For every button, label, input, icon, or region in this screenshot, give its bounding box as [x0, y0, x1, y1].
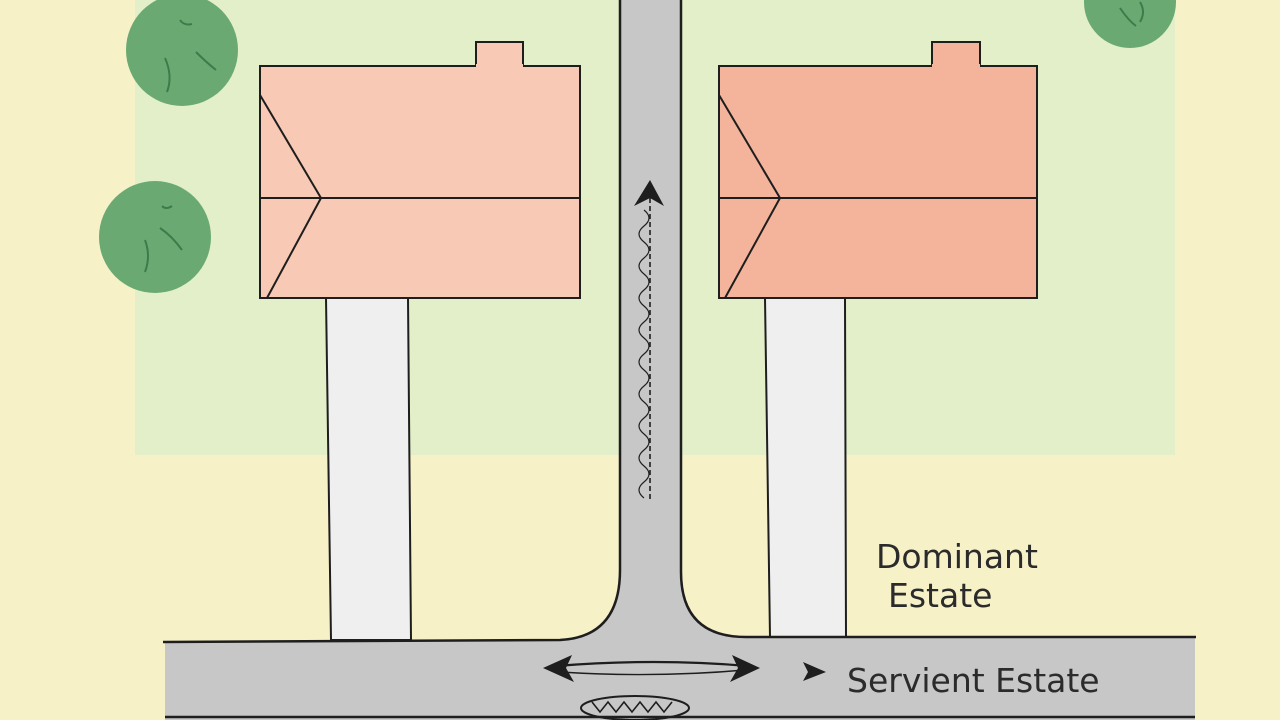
roof-ridge-left [259, 94, 580, 299]
house-right [718, 41, 1038, 299]
driveway-right [763, 297, 848, 638]
roof-right [718, 65, 1038, 299]
tree-top-right [1084, 0, 1176, 48]
dominant-label-line2: Estate [888, 576, 992, 615]
pointer-icon [803, 662, 826, 681]
easement-arrow-vertical [634, 180, 664, 500]
roof-left [259, 65, 581, 299]
driveway-left [324, 297, 413, 641]
scribble-mark [580, 695, 690, 720]
house-left [259, 41, 581, 299]
tree-mid-left [99, 181, 211, 293]
road-edge-left [162, 0, 622, 644]
dominant-label-line1: Dominant [876, 537, 1038, 576]
tree-top-left [126, 0, 238, 106]
road-edge-right [679, 0, 1196, 639]
easement-arrow-horizontal [543, 655, 760, 682]
roof-ridge-right [718, 94, 1037, 299]
servient-label: Servient Estate [847, 661, 1100, 700]
